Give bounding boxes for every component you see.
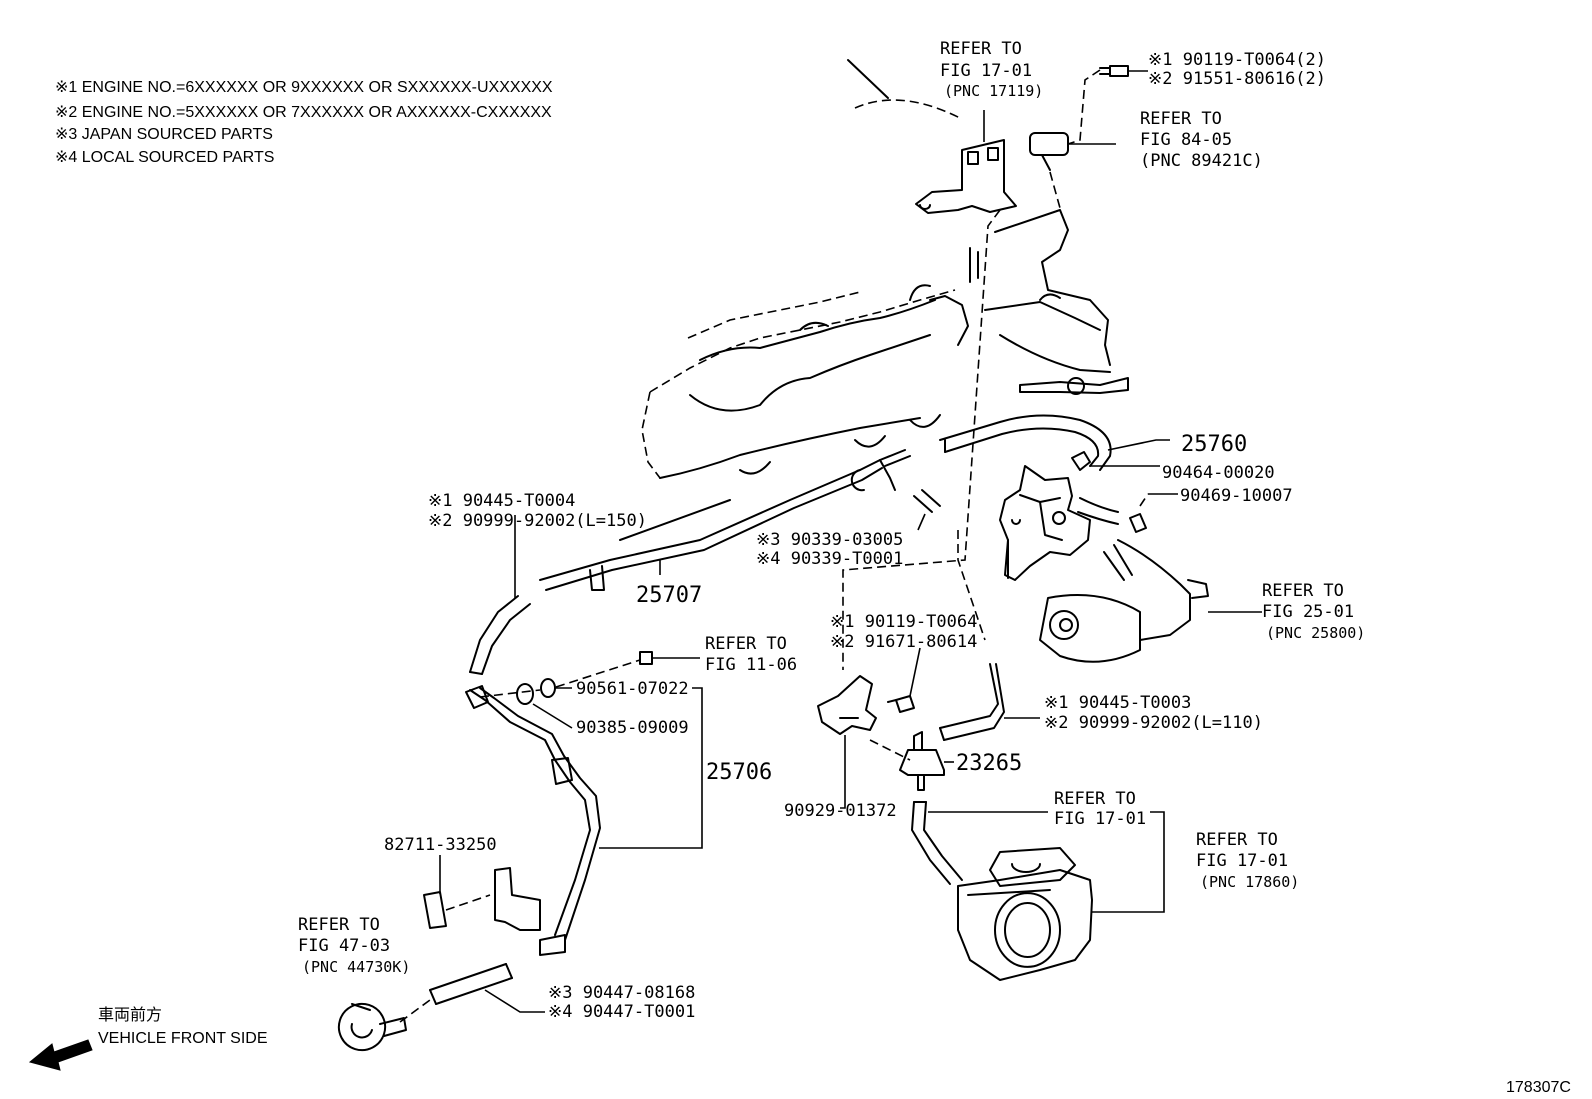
ref-17119-line3: (PNC 17119) bbox=[944, 82, 1043, 100]
part-23265-label: 23265 bbox=[956, 751, 1022, 776]
nut-90385 bbox=[516, 683, 573, 729]
front-label-jp: 車両前方 bbox=[98, 1006, 162, 1024]
ref-89421c-line1: REFER TO bbox=[1140, 109, 1222, 129]
ref-44730k-line3: (PNC 44730K) bbox=[302, 958, 410, 976]
ref-89421c-line2: FIG 84-05 bbox=[1140, 130, 1232, 150]
clip-90469 bbox=[1129, 493, 1178, 533]
leader-25760 bbox=[1107, 439, 1170, 451]
hose-mid-label: ※1 90445-T0003 ※2 90999-92002(L=110) bbox=[1044, 693, 1263, 733]
note-2: ※2 ENGINE NO.=5XXXXXX OR 7XXXXXX OR AXXX… bbox=[55, 104, 552, 121]
ref-1701-mid-line1: REFER TO bbox=[1054, 789, 1136, 809]
front-arrow-icon bbox=[28, 1039, 93, 1071]
front-label-en: VEHICLE FRONT SIDE bbox=[98, 1030, 268, 1047]
egr-vsv-25760 bbox=[999, 465, 1091, 581]
pipe-25706 bbox=[465, 685, 703, 956]
note-4: ※4 LOCAL SOURCED PARTS bbox=[55, 149, 274, 166]
part-90385-label: 90385-09009 bbox=[576, 718, 689, 738]
ref-1701-mid: REFER TO FIG 17-01 bbox=[1054, 789, 1146, 829]
gasket-90561 bbox=[479, 651, 700, 698]
bolt-top-line2: ※2 91551-80616(2) bbox=[1148, 69, 1326, 89]
bolt-mid-line2: ※2 91671-80614 bbox=[830, 632, 977, 652]
bolt-top-line1: ※1 90119-T0064(2) bbox=[1148, 50, 1326, 70]
vsv-23265 bbox=[899, 731, 954, 791]
vacuum-hoses bbox=[939, 414, 1119, 525]
ref-44730k-line1: REFER TO bbox=[298, 915, 380, 935]
part-90447-line2: ※4 90447-T0001 bbox=[548, 1002, 695, 1022]
bracket-82711 bbox=[423, 855, 541, 931]
note-3: ※3 JAPAN SOURCED PARTS bbox=[55, 126, 273, 143]
vehicle-front-indicator: 車両前方 VEHICLE FRONT SIDE bbox=[28, 1006, 268, 1071]
part-25760-label: 25760 bbox=[1181, 432, 1247, 457]
part-90464-label: 90464-00020 bbox=[1162, 463, 1275, 483]
bracket-17119 bbox=[915, 110, 1017, 214]
hose-mid-line1: ※1 90445-T0003 bbox=[1044, 693, 1191, 713]
part-90339-line1: ※3 90339-03005 bbox=[756, 530, 903, 550]
part-25707-label: 25707 bbox=[636, 583, 702, 608]
part-90469-label: 90469-10007 bbox=[1180, 486, 1293, 506]
engine-head-outline bbox=[641, 59, 1129, 479]
ref-89421c-line3: (PNC 89421C) bbox=[1140, 151, 1263, 171]
hose-90339 bbox=[913, 489, 941, 531]
bracket-mid bbox=[817, 675, 911, 809]
ref-17860-line1: REFER TO bbox=[1196, 830, 1278, 850]
ref-17860: REFER TO FIG 17-01 (PNC 17860) bbox=[1196, 830, 1299, 891]
part-82711-label: 82711-33250 bbox=[384, 835, 497, 855]
bolt-top-label: ※1 90119-T0064(2) ※2 91551-80616(2) bbox=[1148, 50, 1326, 89]
ref-44730k-line2: FIG 47-03 bbox=[298, 936, 390, 956]
ref-17119: REFER TO FIG 17-01 (PNC 17119) bbox=[940, 39, 1043, 100]
guide-lines bbox=[842, 171, 1061, 670]
ref-1106-line2: FIG 11-06 bbox=[705, 655, 797, 675]
ref-89421c: REFER TO FIG 84-05 (PNC 89421C) bbox=[1140, 109, 1263, 171]
part-90561-label: 90561-07022 bbox=[576, 679, 689, 699]
hose-left-line2: ※2 90999-92002(L=150) bbox=[428, 511, 647, 531]
egr-valve-25800 bbox=[1039, 539, 1262, 663]
figure-id: 178307C bbox=[1506, 1079, 1571, 1096]
note-1: ※1 ENGINE NO.=6XXXXXX OR 9XXXXXX OR SXXX… bbox=[55, 79, 553, 96]
bolt-mid-line1: ※1 90119-T0064 bbox=[830, 612, 977, 632]
ref-17119-line1: REFER TO bbox=[940, 39, 1022, 59]
bolt-mid-label: ※1 90119-T0064 ※2 91671-80614 bbox=[830, 612, 977, 652]
part-25706-label: 25706 bbox=[706, 760, 772, 785]
hose-left-label: ※1 90445-T0004 ※2 90999-92002(L=150) bbox=[428, 491, 647, 531]
ref-1701-mid-line2: FIG 17-01 bbox=[1054, 809, 1146, 829]
part-90447-line1: ※3 90447-08168 bbox=[548, 983, 695, 1003]
bolt-top bbox=[1067, 65, 1148, 145]
sensor-89421c bbox=[1029, 132, 1116, 171]
clip-90464 bbox=[1071, 451, 1160, 471]
ref-17860-line3: (PNC 17860) bbox=[1200, 873, 1299, 891]
ref-17860-line2: FIG 17-01 bbox=[1196, 851, 1288, 871]
part-90339-label: ※3 90339-03005 ※4 90339-T0001 bbox=[756, 530, 903, 569]
ref-44730k: REFER TO FIG 47-03 (PNC 44730K) bbox=[298, 915, 410, 976]
part-90339-line2: ※4 90339-T0001 bbox=[756, 549, 903, 569]
pipe-25707 bbox=[539, 449, 911, 591]
pump-44730k bbox=[337, 1002, 407, 1052]
ref-25800: REFER TO FIG 25-01 (PNC 25800) bbox=[1262, 581, 1365, 642]
hose-to-17860 bbox=[911, 801, 1048, 885]
hose-left-line1: ※1 90445-T0004 bbox=[428, 491, 575, 511]
hose-90447 bbox=[399, 963, 545, 1023]
hose-mid-line2: ※2 90999-92002(L=110) bbox=[1044, 713, 1263, 733]
hose-90445-mid bbox=[939, 663, 1040, 741]
part-90447-label: ※3 90447-08168 ※4 90447-T0001 bbox=[548, 983, 695, 1022]
ref-25800-line3: (PNC 25800) bbox=[1266, 624, 1365, 642]
bolt-mid bbox=[887, 647, 921, 713]
ref-25800-line2: FIG 25-01 bbox=[1262, 602, 1354, 622]
ref-17119-line2: FIG 17-01 bbox=[940, 61, 1032, 81]
engine-notes: ※1 ENGINE NO.=6XXXXXX OR 9XXXXXX OR SXXX… bbox=[55, 79, 553, 166]
ref-25800-line1: REFER TO bbox=[1262, 581, 1344, 601]
throttle-body-17860 bbox=[957, 811, 1165, 981]
part-90929-label: 90929-01372 bbox=[784, 801, 897, 821]
ref-1106-line1: REFER TO bbox=[705, 634, 787, 654]
hose-left-90445 bbox=[469, 515, 531, 675]
ref-1106: REFER TO FIG 11-06 bbox=[705, 634, 797, 675]
